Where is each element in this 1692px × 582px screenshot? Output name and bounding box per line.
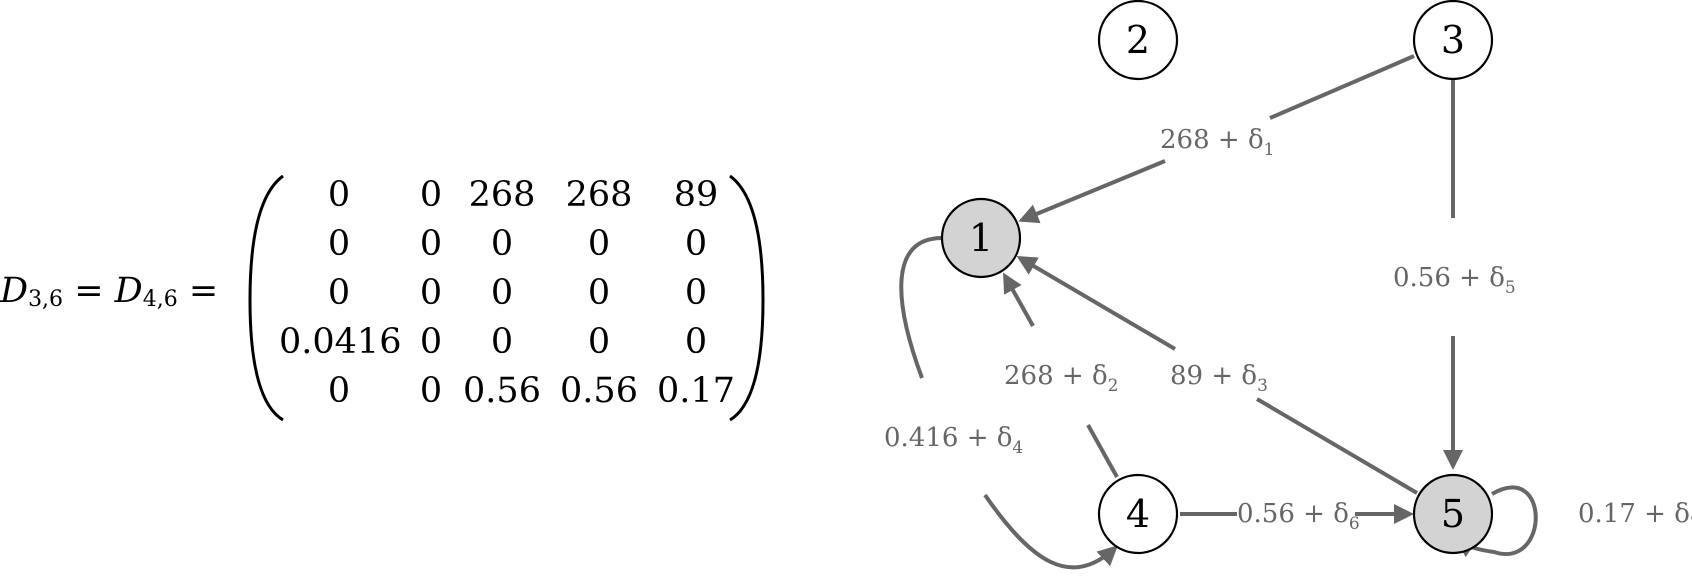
edge-label-4-to-1: 268 + δ2 [1004,361,1118,396]
node-2: 2 [1097,0,1179,81]
edge-label-3-to-1-main: 268 + δ [1160,125,1264,155]
edge-label-5-to-1: 89 + δ3 [1170,361,1268,396]
subscript-b: 4,6 [142,287,178,312]
edge-label-5-to-5-sub: 7 [1690,514,1692,534]
matrix-cell-0-3: 268 [565,175,633,215]
matrix-cell-1-1: 0 [419,224,443,264]
node-2-circle [1097,0,1179,81]
edge-label-3-to-5-sub: 5 [1505,278,1516,298]
matrix-cell-3-3: 0 [587,322,611,362]
edge-label-3-to-5-main: 0.56 + δ [1393,263,1505,293]
edge-label-5-to-1-sub: 3 [1257,376,1268,396]
symbol-d-a: D [0,271,29,311]
edge-label-3-to-1: 268 + δ1 [1160,125,1274,160]
matrix-cell-4-4: 0.17 [657,371,735,411]
matrix-cell-4-1: 0 [419,371,443,411]
edge-4-to-1-segment-a [1086,424,1119,478]
matrix-cell-3-4: 0 [684,322,708,362]
matrix-cell-0-1: 0 [419,175,443,215]
edge-label-4-to-1-main: 268 + δ [1004,361,1108,391]
matrix-cell-3-0: 0.0416 [279,322,402,362]
edge-label-5-to-1-main: 89 + δ [1170,361,1257,391]
matrix-cell-4-3: 0.56 [560,371,638,411]
matrix-cell-4-0: 0 [327,371,351,411]
node-4: 4 [1097,473,1179,555]
matrix-cell-0-2: 268 [468,175,536,215]
node-5-label: 5 [1441,492,1465,536]
edge-3-to-1-segment-a [1269,54,1415,120]
edge-label-1-to-4-sub: 4 [1012,438,1023,458]
edge-label-4-to-5-main: 0.56 + δ [1237,499,1349,529]
edge-5-to-1-segment-a [1255,397,1419,495]
node-1: 1 [940,197,1022,279]
node-1-circle [940,197,1022,279]
matrix-cell-2-4: 0 [684,273,708,313]
matrix-cell-1-3: 0 [587,224,611,264]
symbol-d-b: D [114,271,143,311]
edge-label-3-to-5: 0.56 + δ5 [1393,263,1516,298]
equals-sign-2: = [188,271,219,311]
matrix-cell-2-1: 0 [419,273,443,313]
node-1-label: 1 [969,216,993,260]
matrix-cell-0-0: 0 [327,175,351,215]
edge-label-4-to-1-sub: 2 [1108,376,1119,396]
matrix-cell-1-0: 0 [327,224,351,264]
matrix-cell-3-1: 0 [419,322,443,362]
edge-label-1-to-4: 0.416 + δ4 [884,423,1023,458]
node-4-circle [1097,473,1179,555]
node-3-circle [1412,0,1494,81]
node-4-label: 4 [1126,492,1150,536]
node-3-label: 3 [1441,18,1465,62]
matrix-equation-lhs: D3,6 = D4,6 = [0,271,219,312]
edge-1-to-4-segment-b [983,493,1118,570]
matrix-cell-1-4: 0 [684,224,708,264]
edge-label-4-to-5: 0.56 + δ6 [1237,499,1360,534]
edge-label-5-to-5-main: 0.17 + δ [1578,499,1690,529]
node-3: 3 [1412,0,1494,81]
equals-sign-1: = [74,271,104,311]
edge-4-to-1-segment-b [1003,272,1035,327]
node-5-circle [1412,473,1494,555]
edge-1-to-4-segment-a [899,236,943,379]
matrix-cell-2-0: 0 [327,273,351,313]
edge-3-to-1-segment-b [1018,159,1166,224]
matrix-cell-4-2: 0.56 [463,371,541,411]
node-5: 5 [1412,473,1494,555]
matrix-cell-1-2: 0 [490,224,514,264]
edge-label-4-to-5-sub: 6 [1349,514,1360,534]
matrix-cell-3-2: 0 [490,322,514,362]
edge-label-3-to-1-sub: 1 [1264,140,1275,160]
matrix-cell-0-4: 89 [673,175,719,215]
edge-5-to-1-segment-b [1016,255,1177,351]
edge-label-5-to-5: 0.17 + δ7 [1578,499,1692,534]
matrix-cell-2-3: 0 [587,273,611,313]
node-2-label: 2 [1126,18,1150,62]
matrix-cell-2-2: 0 [490,273,514,313]
subscript-a: 3,6 [28,287,64,312]
edge-label-1-to-4-main: 0.416 + δ [884,423,1012,453]
